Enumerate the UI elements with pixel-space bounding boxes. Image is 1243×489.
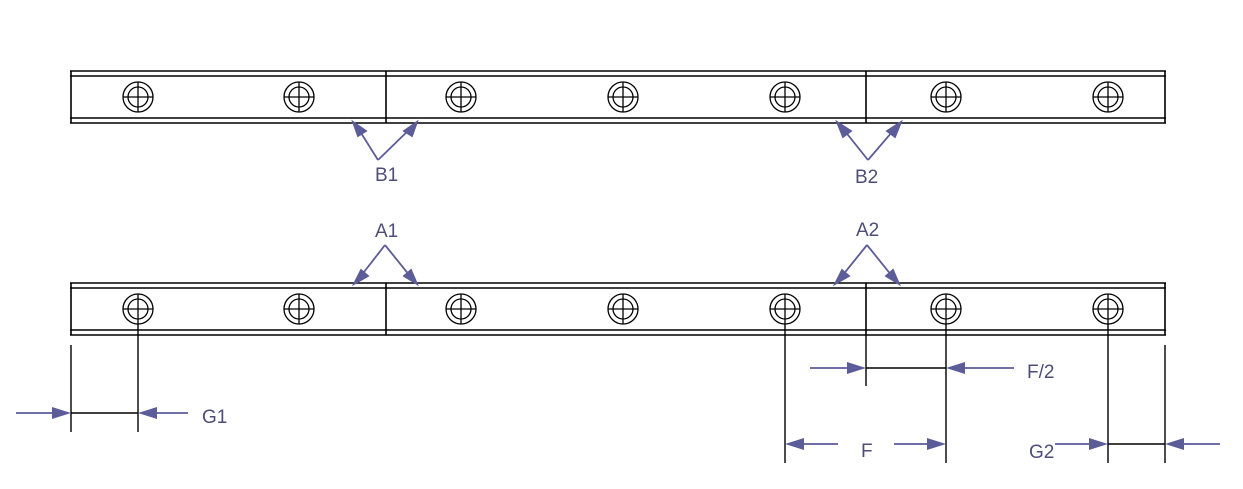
bolt-hole-icon	[283, 293, 315, 325]
bolt-hole-icon	[445, 81, 477, 113]
bottom-rail	[70, 282, 1166, 336]
bolt-hole-icon	[607, 81, 639, 113]
top-rail-bolts	[122, 81, 1124, 113]
joint-label-b2: B2	[855, 167, 878, 188]
dimension-f	[785, 438, 946, 450]
bolt-hole-icon	[607, 293, 639, 325]
bolt-hole-icon	[930, 81, 962, 113]
joint-label-a1: A1	[375, 221, 398, 242]
joint-label-b1: B1	[375, 165, 398, 186]
bolt-hole-icon	[283, 81, 315, 113]
dimension-g2	[1055, 438, 1220, 450]
bottom-rail-bolts	[122, 293, 1124, 325]
dimension-g1	[16, 407, 188, 419]
b-pointers	[351, 119, 903, 161]
bolt-hole-icon	[769, 81, 801, 113]
bolt-hole-icon	[930, 293, 962, 325]
a-pointers	[351, 244, 901, 287]
dimension-label-f: F	[861, 441, 873, 462]
extension-lines	[70, 324, 1166, 463]
dimension-label-g1: G1	[202, 407, 227, 428]
bolt-hole-icon	[122, 293, 154, 325]
bolt-hole-icon	[445, 293, 477, 325]
dimension-label-g2: G2	[1029, 442, 1054, 463]
bolt-hole-icon	[1092, 81, 1124, 113]
top-rail	[70, 70, 1166, 124]
dimension-label-f-half: F/2	[1027, 362, 1054, 383]
bolt-hole-icon	[122, 81, 154, 113]
bolt-hole-icon	[769, 293, 801, 325]
dimension-f-half	[810, 362, 1014, 374]
bolt-hole-icon	[1092, 293, 1124, 325]
joint-label-a2: A2	[856, 220, 879, 241]
